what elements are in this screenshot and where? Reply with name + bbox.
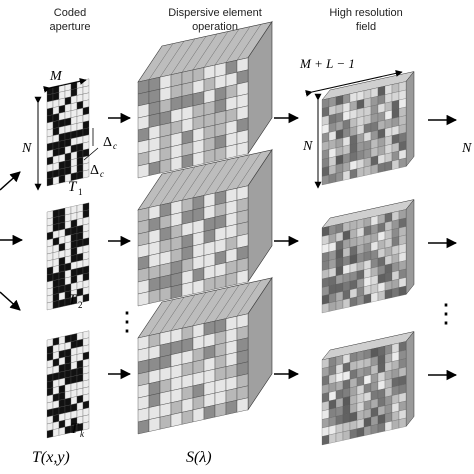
- ellipsis-markers: ⋮ ⋮: [114, 299, 459, 336]
- mask-dimension-annotations: M N Δ c Δ c: [21, 69, 117, 191]
- high-resolution-field-1: [321, 70, 415, 186]
- input-arrow-bottom: [0, 291, 21, 311]
- high-resolution-field-3: [321, 330, 415, 446]
- label-S-lambda: S(λ): [186, 449, 212, 466]
- header-high-resolution-line2: field: [356, 21, 376, 33]
- coded-aperture-mask-1: [46, 78, 90, 187]
- ellipsis-fields: ⋮: [433, 299, 459, 328]
- label-N: N: [21, 141, 32, 156]
- label-T1: T: [68, 179, 78, 195]
- header-coded-aperture: Coded aperture: [50, 7, 91, 33]
- header-dispersive-line1: Dispersive element: [168, 7, 262, 19]
- label-M-plus-L-minus-1: M + L − 1: [299, 56, 355, 71]
- label-delta-1-sub: c: [113, 141, 117, 151]
- coded-aperture-masks: [46, 78, 90, 439]
- field-width-arrow: [305, 69, 403, 97]
- label-delta-2-sub: c: [100, 169, 104, 179]
- field-dimension-annotations: M + L − 1 N N: [299, 56, 472, 189]
- header-high-resolution: High resolution field: [329, 7, 402, 33]
- label-T2: T: [68, 292, 78, 308]
- coded-aperture-mask-2: [46, 202, 90, 311]
- delta-tick-bottom: [83, 147, 99, 161]
- dispersive-cubes: [137, 20, 273, 435]
- width-dimension-arrow: [43, 77, 87, 93]
- dispersed-cube-1: [137, 20, 273, 179]
- high-resolution-fields: [321, 70, 415, 446]
- label-T2-sub: 2: [78, 300, 83, 310]
- label-T-xy: T(x,y): [32, 449, 70, 466]
- mask-labels: T 1 T 2 T k T(x,y): [32, 179, 85, 466]
- input-arrow-top: [0, 171, 21, 191]
- header-coded-aperture-line1: Coded: [54, 7, 86, 19]
- dispersed-cube-2: [137, 148, 273, 307]
- header-dispersive: Dispersive element operation: [168, 7, 262, 33]
- label-delta-1: Δ: [103, 135, 112, 150]
- flow-arrows: [0, 112, 458, 381]
- label-N-field: N: [302, 139, 313, 154]
- label-Tk: T: [70, 421, 80, 437]
- high-resolution-field-2: [321, 198, 415, 314]
- ellipsis-masks: ⋮: [114, 307, 140, 336]
- label-M: M: [49, 69, 63, 84]
- label-delta-2: Δ: [90, 163, 99, 178]
- dispersed-cube-3: [137, 276, 273, 435]
- header-dispersive-line2: operation: [192, 21, 238, 33]
- label-T1-sub: 1: [78, 187, 83, 197]
- coded-aperture-mask-3: [46, 330, 90, 439]
- label-N-cut: N: [461, 141, 472, 156]
- header-high-resolution-line1: High resolution: [329, 7, 402, 19]
- label-Tk-sub: k: [80, 429, 85, 439]
- header-coded-aperture-line2: aperture: [50, 21, 91, 33]
